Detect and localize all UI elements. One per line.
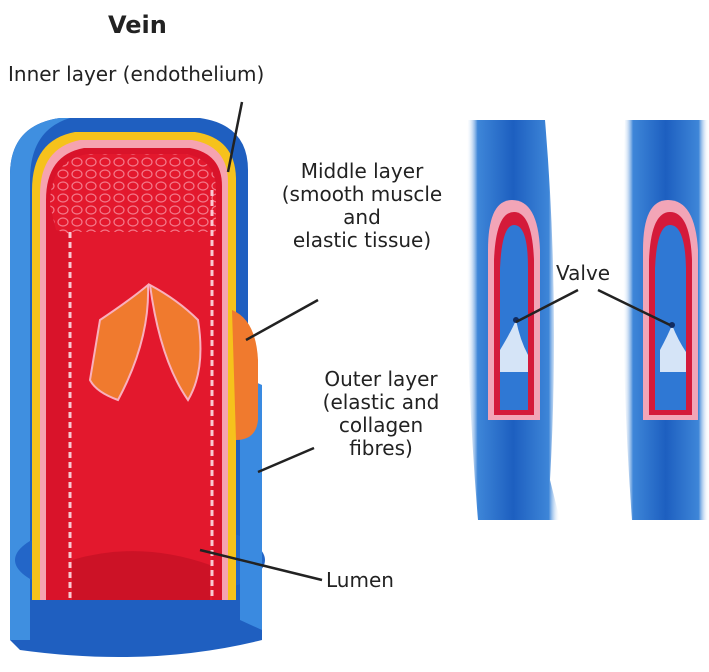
valve-label: Valve bbox=[556, 262, 610, 285]
middle-layer-bump bbox=[232, 310, 258, 440]
outer-layer-label: Outer layer (elastic and collagen fibres… bbox=[296, 368, 466, 460]
outer-layer-label-line-2: (elastic and bbox=[296, 391, 466, 414]
middle-layer-label-line-1: Middle layer bbox=[262, 160, 462, 183]
middle-layer-label-line-4: elastic tissue) bbox=[262, 229, 462, 252]
outer-layer-label-line-3: collagen bbox=[296, 414, 466, 437]
valve-vessel-right bbox=[623, 120, 709, 520]
endothelium-cells bbox=[50, 154, 216, 238]
valve-vessel-left bbox=[466, 120, 560, 520]
lumen-label: Lumen bbox=[326, 569, 394, 592]
middle-layer-label: Middle layer (smooth muscle and elastic … bbox=[262, 160, 462, 252]
vein-cross-section bbox=[10, 118, 265, 657]
middle-layer-label-line-2: (smooth muscle bbox=[262, 183, 462, 206]
middle-layer-label-line-3: and bbox=[262, 206, 462, 229]
inner-layer-label: Inner layer (endothelium) bbox=[8, 63, 264, 86]
leader-middle-layer bbox=[246, 300, 318, 340]
outer-layer-label-line-4: fibres) bbox=[296, 437, 466, 460]
diagram-title: Vein bbox=[108, 14, 167, 37]
outer-layer-label-line-1: Outer layer bbox=[296, 368, 466, 391]
lumen-space bbox=[70, 232, 212, 600]
